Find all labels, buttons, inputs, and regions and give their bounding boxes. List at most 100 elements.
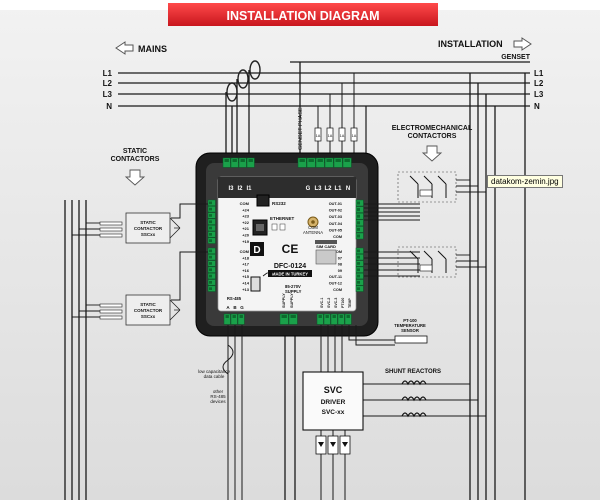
fuse-label: 1A (328, 134, 333, 138)
terminal-label: COM (240, 249, 250, 254)
signal-wires (171, 203, 486, 500)
down-arrow-icon (124, 169, 146, 186)
terminal-label: COM (240, 201, 250, 206)
terminal[interactable] (288, 313, 298, 325)
terminal[interactable] (297, 157, 307, 168)
static-contactor-label: CONTACTOR (134, 226, 163, 231)
contactor-box (397, 246, 457, 278)
terminal[interactable] (230, 313, 238, 325)
terminal[interactable] (316, 313, 324, 325)
bus-label-right: L3 (534, 90, 544, 99)
mains-label: MAINS (138, 44, 167, 54)
bus-label-left: L2 (103, 79, 113, 88)
terminal-label: TEMP (348, 298, 352, 308)
terminals-left: COM+24+23+22+21+20+19COM+18+17+16+15+14+… (207, 199, 250, 292)
terminal[interactable] (237, 313, 245, 325)
thyristor-blocks (315, 435, 351, 455)
terminals-right: OUT-01OUT-02OUT-03OUT-04OUT-05COMCOM0708… (329, 199, 364, 292)
terminal-label: +14 (242, 281, 250, 286)
terminal[interactable] (306, 157, 316, 168)
reactor-coil-icon (401, 396, 427, 402)
terminal-label: 08 (338, 263, 342, 267)
terminal[interactable] (323, 313, 331, 325)
terminal-label: OUT-01 (329, 202, 342, 206)
rs232-port[interactable] (256, 194, 270, 207)
bus-label-right: L2 (534, 79, 544, 88)
current-transformers (226, 60, 261, 102)
contactor-coil (419, 264, 433, 272)
bus-lines (64, 62, 530, 500)
terminal[interactable] (238, 157, 247, 168)
terminal[interactable] (222, 157, 231, 168)
terminal[interactable] (337, 313, 345, 325)
sim-card-slot[interactable] (315, 249, 337, 265)
terminal-label: +22 (242, 220, 250, 225)
installation-indicator: INSTALLATION (438, 37, 532, 51)
terminal-label: +15 (242, 274, 250, 279)
terminal-label: OUT-02 (329, 209, 342, 213)
resistor-icon (99, 309, 123, 314)
terminal[interactable] (344, 313, 352, 325)
fuse (326, 127, 334, 142)
fuse-label: 1A (316, 134, 321, 138)
electromechanical-contactors (397, 171, 486, 278)
genset-label: GENSET (501, 54, 531, 61)
bus-label-left: L3 (103, 90, 113, 99)
ethernet-leds (271, 223, 286, 231)
terminal-label: +20 (242, 233, 250, 238)
resistor-icon (99, 221, 123, 226)
terminal-label: OUT-05 (329, 228, 342, 232)
terminal-label: +18 (242, 255, 250, 260)
static-contactor-box (125, 294, 171, 326)
usb-port[interactable] (250, 276, 261, 292)
terminal-label: 09 (338, 269, 342, 273)
terminal-label: SVC-3 (334, 298, 338, 308)
ce-mark: CE (282, 242, 299, 256)
terminal-label: I1 (246, 186, 252, 192)
terminal-label: SVC-1 (320, 298, 324, 308)
terminal-label: L2 (324, 186, 332, 192)
fuse (314, 127, 322, 142)
terminal-label: COM (333, 250, 342, 254)
terminal[interactable] (279, 313, 289, 325)
terminal-label: +13 (242, 287, 250, 292)
header-bar: INSTALLATION DIAGRAM (0, 0, 600, 26)
rs485-label: RS-485 (227, 296, 242, 301)
terminal[interactable] (246, 157, 255, 168)
terminal[interactable] (230, 157, 239, 168)
genset-line: GENSET (290, 54, 531, 63)
terminal[interactable] (342, 157, 352, 168)
terminal-label: G (240, 305, 244, 310)
terminal-label: OUT-03 (329, 215, 342, 219)
terminal[interactable] (330, 313, 338, 325)
bus-label-left: L1 (103, 69, 113, 78)
rs232-label: RS232 (272, 201, 286, 206)
terminal-label: SVC-2 (327, 298, 331, 308)
terminal-label: I2 (237, 186, 243, 192)
terminal[interactable] (315, 157, 325, 168)
terminal-label: SUPPLY (282, 293, 286, 308)
terminal-label: +16 (242, 268, 250, 273)
terminal[interactable] (324, 157, 334, 168)
installation-arrow-icon (513, 37, 532, 51)
terminal-label: +24 (242, 207, 250, 212)
terminal[interactable] (223, 313, 231, 325)
ct-coil (249, 60, 261, 80)
resistor-icon (99, 315, 123, 320)
ct-coil (226, 82, 238, 102)
terminal-label: G (306, 186, 311, 192)
reactor-coil-icon (401, 380, 427, 386)
header-title: INSTALLATION DIAGRAM (227, 9, 380, 23)
terminal[interactable] (333, 157, 343, 168)
shunt-reactors-label: SHUNT REACTORS (385, 369, 441, 375)
terminal-label: SUPPLY (290, 293, 294, 308)
terminal-label: +17 (242, 262, 250, 267)
